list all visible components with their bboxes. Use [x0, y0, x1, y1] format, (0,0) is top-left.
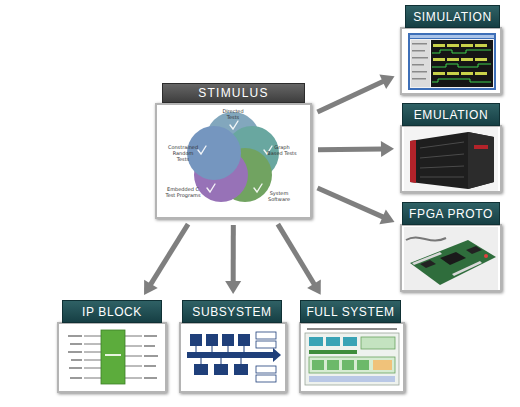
venn-label: Graph Based Tests	[266, 144, 298, 156]
diagram-node: FPGA PROTO	[400, 202, 502, 292]
header-band: FPGA PROTO	[402, 202, 500, 225]
connector-arrow	[318, 141, 394, 157]
arrow-head	[307, 280, 321, 295]
diagram-node: EMULATION	[400, 103, 502, 193]
header-band: SUBSYSTEM	[182, 300, 282, 323]
image-panel	[400, 27, 502, 95]
image-panel	[179, 322, 287, 393]
arrow-head	[225, 281, 241, 294]
connector-arrow	[225, 225, 241, 294]
header-band: EMULATION	[402, 103, 500, 126]
arrow-shaft	[317, 81, 384, 112]
arrow-head	[379, 74, 394, 89]
image-panel	[57, 322, 167, 393]
arrow-shaft	[318, 146, 383, 152]
header-band: FULL SYSTEM	[300, 300, 401, 323]
image-panel	[299, 322, 405, 393]
arrow-head	[381, 141, 394, 157]
venn-label: Constrained Random Tests	[166, 144, 200, 162]
header-band: IP BLOCK	[62, 300, 162, 323]
venn-label: Embedded C Test Programs	[164, 186, 202, 198]
arrow-shaft	[231, 225, 236, 283]
header-band: SIMULATION	[405, 5, 500, 28]
connector-arrow	[144, 224, 188, 295]
arrow-shaft	[150, 224, 188, 285]
arrow-head	[144, 280, 158, 295]
image-panel	[400, 224, 502, 292]
connector-arrow	[317, 188, 394, 224]
connector-arrow	[317, 74, 394, 112]
diagram-node: FULL SYSTEM	[299, 300, 405, 393]
arrow-head	[379, 209, 394, 224]
venn-label: System Software	[262, 190, 296, 202]
image-panel	[400, 125, 502, 193]
arrow-shaft	[278, 224, 315, 285]
diagram-node: SIMULATION	[400, 5, 502, 95]
connector-arrow	[278, 224, 321, 295]
diagram-node: SUBSYSTEM	[179, 300, 287, 393]
diagram-node: IP BLOCK	[57, 300, 167, 393]
header-band: STIMULUS	[162, 83, 305, 103]
venn-label: Directed Tests	[218, 108, 248, 120]
arrow-shaft	[317, 188, 384, 218]
